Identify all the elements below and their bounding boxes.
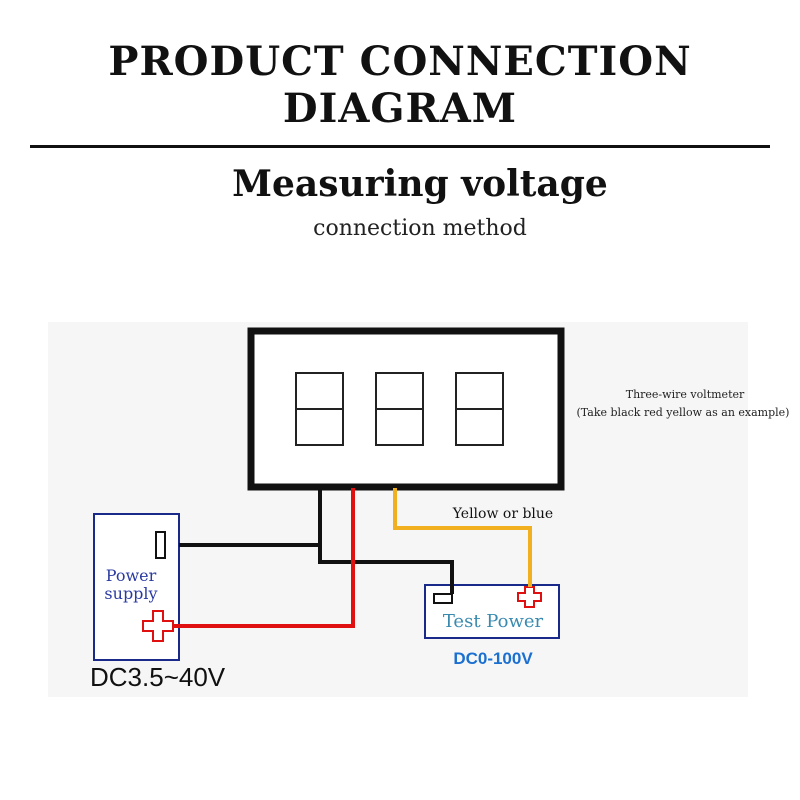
test-power-plus-icon [517, 586, 542, 608]
yellow-wire-label: Yellow or blue [452, 506, 553, 522]
red-wire [174, 488, 355, 628]
section-title: Measuring voltage [232, 163, 608, 205]
power-supply-plus-icon [142, 610, 174, 642]
divider [30, 145, 770, 148]
yellow-wire [393, 488, 532, 587]
digit-3 [455, 372, 504, 446]
power-supply-negative-terminal [155, 531, 166, 559]
power-supply-label-line1: Power [106, 566, 157, 585]
page-title: PRODUCT CONNECTION DIAGRAM [108, 38, 692, 132]
test-power-negative-terminal [433, 593, 453, 604]
note-line-1: Three-wire voltmeter [626, 388, 745, 401]
note-line-2: (Take black red yellow as an example) [577, 406, 790, 419]
test-power-label: Test Power [443, 611, 544, 632]
test-power-voltage: DC0-100V [453, 649, 533, 668]
section-subtitle: connection method [313, 216, 527, 241]
black-wire [318, 488, 454, 594]
digit-2 [375, 372, 424, 446]
power-supply-label-line2: supply [104, 584, 157, 603]
power-supply-voltage: DC3.5~40V [90, 662, 226, 692]
digit-1 [295, 372, 344, 446]
